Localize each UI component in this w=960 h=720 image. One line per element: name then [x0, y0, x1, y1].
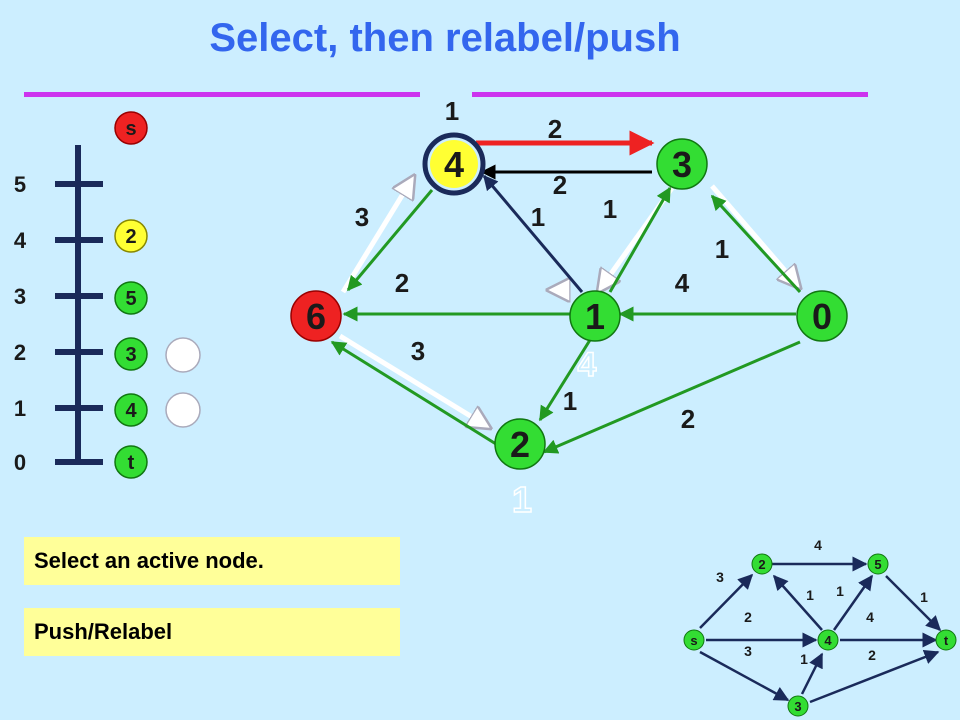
mini-node-5 — [867, 553, 889, 575]
mini-node-3-label: 3 — [794, 699, 801, 714]
mini-node-4 — [817, 629, 839, 651]
scale-node-t-label: t — [128, 452, 135, 474]
scale-node-s-label: s — [125, 118, 136, 140]
mini-node-2-label: 2 — [758, 557, 765, 572]
node-4-label: 4 — [444, 144, 464, 185]
scale-node-4 — [114, 393, 148, 427]
edge-label-0-2: 2 — [681, 404, 695, 434]
residual-edge-6-4 — [340, 176, 414, 294]
node-4-highlight — [422, 132, 486, 196]
scale-level-2: 2 — [14, 340, 26, 365]
mini-node-t-label: t — [944, 633, 949, 648]
edge-label-1-4: 1 — [531, 202, 545, 232]
mini-edge-4-2 — [773, 574, 823, 631]
mini-label-4-5: 1 — [836, 583, 844, 599]
residual-edge-6-2 — [338, 333, 490, 428]
node-0-label: 0 — [812, 296, 832, 337]
edge-0-2 — [542, 340, 801, 454]
edge-label-1-3: 1 — [603, 194, 617, 224]
mini-edge-s-3 — [699, 650, 790, 702]
node-4 — [430, 140, 478, 188]
mini-edge-4-5 — [832, 574, 874, 631]
edge-label-0-1: 4 — [675, 268, 690, 298]
scale-node-t — [114, 445, 148, 479]
residual-edges — [338, 176, 800, 428]
node-2 — [494, 418, 546, 470]
edge-label-3-4: 2 — [553, 170, 567, 200]
graph-nodes: 4 3 6 1 0 2 — [290, 132, 848, 470]
edge-label-2-6: 3 — [411, 336, 425, 366]
scale-level-3: 3 — [14, 284, 26, 309]
residual-edge-3-0 — [710, 184, 800, 288]
mini-label-s-3: 3 — [744, 643, 752, 659]
scale-node-2-label: 2 — [125, 226, 136, 248]
node-3 — [656, 138, 708, 190]
scale-level-1: 1 — [14, 396, 26, 421]
edge-1-2 — [538, 339, 592, 422]
mini-label-4-2: 1 — [806, 587, 814, 603]
edge-4-6 — [346, 189, 434, 292]
graph-edges — [330, 130, 802, 454]
scale-node-2 — [114, 219, 148, 253]
edge-label-0-3: 1 — [715, 234, 729, 264]
edge-label-6-4: 3 — [355, 202, 369, 232]
node-6-label: 6 — [306, 296, 326, 337]
scale-node-4-label: 4 — [125, 400, 137, 422]
node-4-top-label: 1 — [445, 96, 459, 126]
scale-node-5-label: 5 — [125, 288, 136, 310]
mini-edge-s-2 — [699, 573, 754, 629]
select-instruction-box: Select an active node. — [24, 537, 400, 585]
mini-edge-5-t — [885, 575, 942, 632]
node-2-label: 2 — [510, 424, 530, 465]
mini-node-s — [683, 629, 705, 651]
mini-label-s-2: 3 — [716, 569, 724, 585]
page-title: Select, then relabel/push — [209, 16, 681, 60]
ghost-slot-level-1 — [165, 392, 201, 428]
edge-2-6 — [330, 340, 497, 446]
edge-1-4 — [482, 174, 584, 293]
mini-label-3-t: 2 — [868, 647, 876, 663]
mini-edge-3-t — [809, 649, 940, 704]
mini-edge-3-4 — [800, 652, 824, 695]
edge-labels: 1 2 2 3 1 1 1 2 4 3 1 2 — [355, 96, 729, 434]
mini-label-3-4: 1 — [800, 651, 808, 667]
node-1 — [569, 290, 621, 342]
mini-node-4-label: 4 — [824, 633, 832, 648]
edge-1-3 — [608, 186, 672, 293]
scale-node-3-label: 3 — [125, 344, 136, 366]
mini-label-5-t: 1 — [920, 589, 928, 605]
mini-node-2 — [751, 553, 773, 575]
node-3-label: 3 — [672, 144, 692, 185]
edge-0-3 — [710, 194, 802, 294]
scale-level-4: 4 — [14, 228, 27, 253]
mini-label-2-5: 4 — [814, 537, 822, 553]
scale-node-s — [114, 111, 148, 145]
edge-label-1-2: 1 — [563, 386, 577, 416]
mini-node-3 — [787, 695, 809, 717]
mini-label-s-4: 2 — [744, 609, 752, 625]
scale-level-0: 0 — [14, 450, 26, 475]
ghost-slot-level-2 — [165, 337, 201, 373]
mini-label-4-t: 4 — [866, 609, 874, 625]
edge-label-4-3: 2 — [548, 114, 562, 144]
mini-node-5-label: 5 — [874, 557, 881, 572]
scale-node-5 — [114, 281, 148, 315]
scale-node-3 — [114, 337, 148, 371]
ghost-label-node-1: 4 — [578, 346, 597, 384]
edge-label-4-6: 2 — [395, 268, 409, 298]
mini-graph: s 2 5 4 t 3 4 3 1 1 1 2 4 3 1 2 — [683, 537, 957, 717]
title-rule-right — [472, 92, 868, 97]
title-rule-left — [24, 92, 420, 97]
mini-node-t — [935, 629, 957, 651]
level-scale: 5 4 3 2 1 0 s 2 5 3 4 t — [14, 111, 201, 479]
push-relabel-box: Push/Relabel — [24, 608, 400, 656]
mini-node-s-label: s — [690, 633, 697, 648]
node-1-label: 1 — [585, 296, 605, 337]
ghost-label-node-2: 1 — [512, 479, 532, 520]
scale-level-5: 5 — [14, 172, 26, 197]
node-6 — [290, 290, 342, 342]
node-0 — [796, 290, 848, 342]
